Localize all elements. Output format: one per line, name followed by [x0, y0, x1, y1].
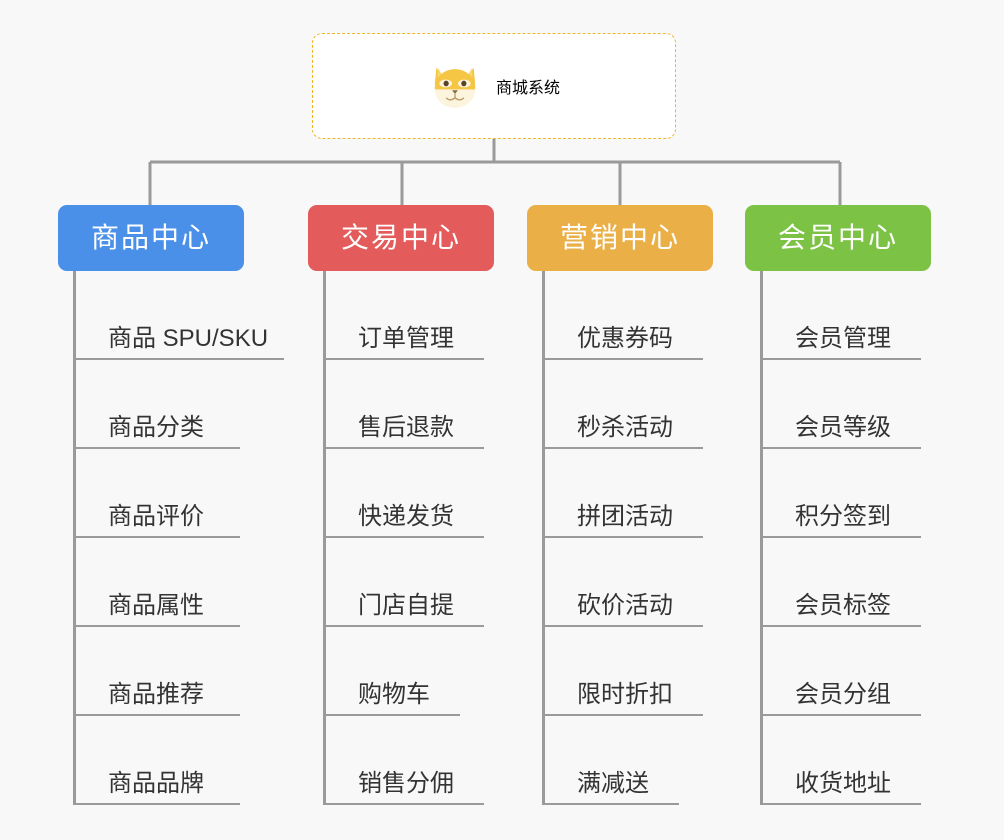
leaf-item-label: 商品 SPU/SKU: [108, 325, 269, 352]
leaf-item-label: 优惠券码: [577, 325, 673, 352]
branch-trade-center: 交易中心 订单管理 售后退款 快递发货 门店自提 购物车 销售分佣: [308, 205, 494, 805]
leaf-item-label: 订单管理: [358, 325, 454, 352]
leaf-item[interactable]: 商品品牌: [76, 716, 240, 805]
branch-header-product-center[interactable]: 商品中心: [58, 205, 244, 271]
leaf-item-label: 销售分佣: [358, 770, 454, 797]
branch-header-label: 商品中心: [90, 222, 211, 253]
leaf-item-label: 会员等级: [795, 414, 891, 441]
leaf-item[interactable]: 会员分组: [763, 627, 921, 716]
leaf-item-label: 满减送: [577, 770, 649, 797]
leaf-item[interactable]: 秒杀活动: [545, 360, 703, 449]
branch-header-label: 会员中心: [777, 222, 898, 253]
leaf-item[interactable]: 售后退款: [326, 360, 484, 449]
branch-header-label: 交易中心: [340, 222, 461, 253]
leaf-list-marketing-center: 优惠券码 秒杀活动 拼团活动 砍价活动 限时折扣 满减送: [542, 271, 713, 805]
leaf-item[interactable]: 优惠券码: [545, 271, 703, 360]
leaf-item[interactable]: 限时折扣: [545, 627, 703, 716]
leaf-item[interactable]: 商品评价: [76, 449, 240, 538]
leaf-item[interactable]: 会员等级: [763, 360, 921, 449]
leaf-item-label: 砍价活动: [577, 592, 673, 619]
leaf-list-member-center: 会员管理 会员等级 积分签到 会员标签 会员分组 收货地址: [760, 271, 931, 805]
leaf-item-label: 商品属性: [108, 592, 204, 619]
leaf-item[interactable]: 商品分类: [76, 360, 240, 449]
leaf-item[interactable]: 会员管理: [763, 271, 921, 360]
leaf-item[interactable]: 会员标签: [763, 538, 921, 627]
leaf-item[interactable]: 拼团活动: [545, 449, 703, 538]
leaf-list-product-center: 商品 SPU/SKU 商品分类 商品评价 商品属性 商品推荐 商品品牌: [73, 271, 284, 805]
leaf-item[interactable]: 商品推荐: [76, 627, 240, 716]
leaf-item[interactable]: 收货地址: [763, 716, 921, 805]
leaf-item-label: 门店自提: [358, 592, 454, 619]
leaf-item-label: 会员分组: [795, 681, 891, 708]
branch-header-marketing-center[interactable]: 营销中心: [527, 205, 713, 271]
leaf-item[interactable]: 积分签到: [763, 449, 921, 538]
leaf-item[interactable]: 满减送: [545, 716, 679, 805]
leaf-item[interactable]: 销售分佣: [326, 716, 484, 805]
leaf-item-label: 商品分类: [108, 414, 204, 441]
leaf-item-label: 秒杀活动: [577, 414, 673, 441]
branch-header-trade-center[interactable]: 交易中心: [308, 205, 494, 271]
root-node-mall-system[interactable]: 商城系统: [312, 33, 676, 139]
leaf-item-label: 会员管理: [795, 325, 891, 352]
branch-product-center: 商品中心 商品 SPU/SKU 商品分类 商品评价 商品属性 商品推荐 商品品牌: [58, 205, 284, 805]
leaf-item-label: 限时折扣: [577, 681, 673, 708]
leaf-item[interactable]: 商品 SPU/SKU: [76, 271, 284, 360]
branch-header-member-center[interactable]: 会员中心: [745, 205, 931, 271]
leaf-item[interactable]: 订单管理: [326, 271, 484, 360]
root-node-title: 商城系统: [495, 80, 560, 97]
leaf-item-label: 售后退款: [358, 414, 454, 441]
branch-header-label: 营销中心: [559, 222, 680, 253]
leaf-item-label: 会员标签: [795, 592, 891, 619]
branch-marketing-center: 营销中心 优惠券码 秒杀活动 拼团活动 砍价活动 限时折扣 满减送: [527, 205, 713, 805]
leaf-item-label: 购物车: [358, 681, 430, 708]
leaf-item-label: 收货地址: [795, 770, 891, 797]
leaf-item[interactable]: 快递发货: [326, 449, 484, 538]
leaf-item[interactable]: 门店自提: [326, 538, 484, 627]
leaf-item-label: 积分签到: [795, 503, 891, 530]
leaf-item-label: 商品推荐: [108, 681, 204, 708]
leaf-item[interactable]: 购物车: [326, 627, 460, 716]
leaf-list-trade-center: 订单管理 售后退款 快递发货 门店自提 购物车 销售分佣: [323, 271, 494, 805]
leaf-item-label: 拼团活动: [577, 503, 673, 530]
leaf-item-label: 快递发货: [358, 503, 454, 530]
leaf-item[interactable]: 砍价活动: [545, 538, 703, 627]
shiba-dog-face-icon: [434, 67, 476, 108]
branch-member-center: 会员中心 会员管理 会员等级 积分签到 会员标签 会员分组 收货地址: [745, 205, 931, 805]
leaf-item-label: 商品评价: [108, 503, 204, 530]
leaf-item-label: 商品品牌: [108, 770, 204, 797]
leaf-item[interactable]: 商品属性: [76, 538, 240, 627]
